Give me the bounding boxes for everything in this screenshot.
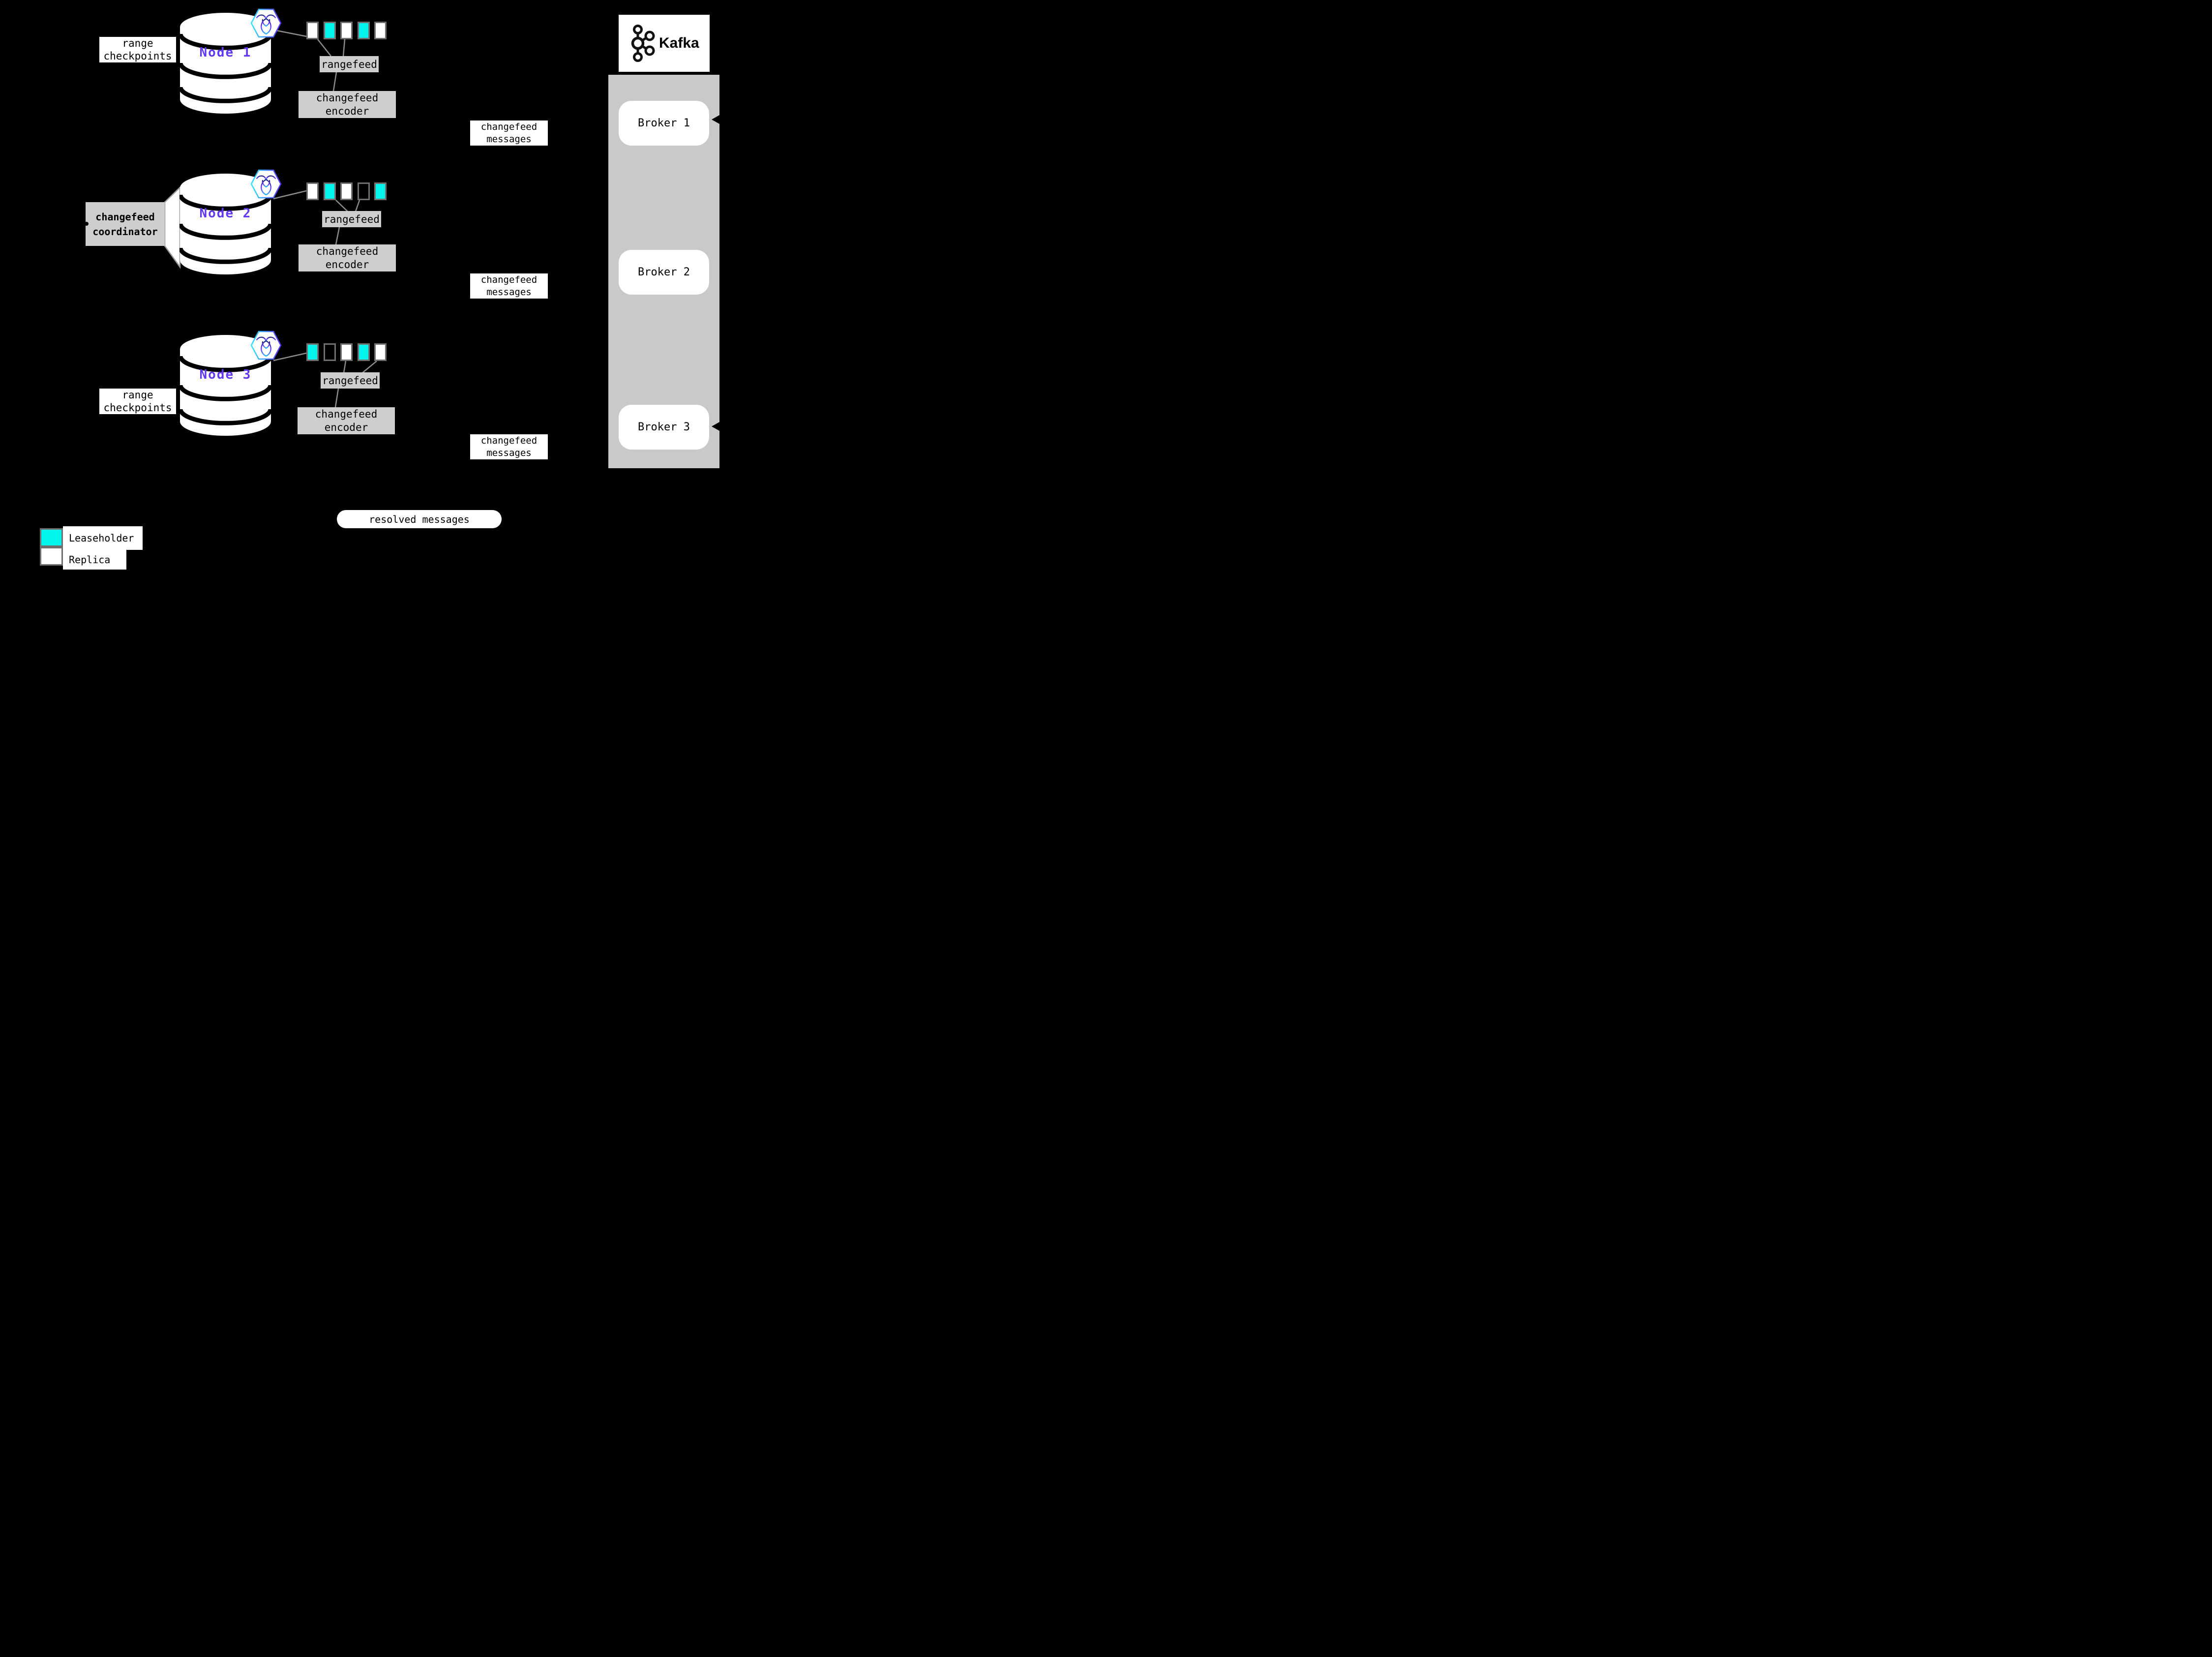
range-square <box>374 343 387 361</box>
changefeed-encoder-box-node1: changefeed encoder <box>299 91 396 118</box>
legend-replica-text: Replica <box>69 554 111 566</box>
arrow-into-broker1-icon <box>712 115 719 124</box>
encoder-label-line2: encoder <box>324 421 368 433</box>
messages-label-line1: changefeed <box>480 121 538 132</box>
rangefeed-box-node3: rangefeed <box>321 372 380 389</box>
resolved-messages-label: resolved messages <box>369 513 470 525</box>
connector-lines-layer <box>164 29 377 408</box>
messages-label-line2: messages <box>486 447 532 458</box>
resolved-messages-pill: resolved messages <box>337 510 502 528</box>
checkpoints-line2: checkpoints <box>103 50 172 62</box>
changefeed-architecture-diagram: Node 1 Node 2 Node 3 <box>0 0 771 577</box>
coordinator-line1: changefeed <box>95 211 155 223</box>
range-square <box>324 182 336 200</box>
node2-label: Node 2 <box>199 206 252 221</box>
rangefeed-label: rangefeed <box>321 58 377 70</box>
changefeed-encoder-box-node2: changefeed encoder <box>299 244 396 271</box>
changefeed-messages-box-1: changefeed messages <box>470 121 548 146</box>
range-square <box>306 22 319 39</box>
range-square <box>358 22 370 39</box>
broker-3-box: Broker 3 <box>619 405 709 450</box>
changefeed-coordinator-box: changefeed coordinator <box>86 202 165 246</box>
encoder-label-line2: encoder <box>325 105 369 117</box>
range-square <box>324 22 336 39</box>
encoder-label-line2: encoder <box>325 258 369 271</box>
cockroachdb-logo-icon <box>251 331 281 360</box>
arrow-into-broker3-icon <box>712 422 719 431</box>
checkpoints-line2: checkpoints <box>103 402 172 414</box>
messages-label-line2: messages <box>486 133 532 145</box>
coordinator-funnel-shape <box>164 186 181 269</box>
encoder-label-line1: changefeed <box>316 245 379 257</box>
coordinator-arrow-dot <box>85 222 89 226</box>
kafka-icon <box>631 25 655 62</box>
range-checkpoints-label-node1: range checkpoints <box>99 37 176 62</box>
kafka-title: Kafka <box>659 35 699 51</box>
encoder-label-line1: changefeed <box>316 91 379 104</box>
changefeed-encoder-box-node3: changefeed encoder <box>298 407 395 434</box>
legend-replica-label: Replica <box>63 550 126 570</box>
node1-label: Node 1 <box>199 45 252 60</box>
changefeed-messages-box-3: changefeed messages <box>470 434 548 459</box>
kafka-logo-panel: Kafka <box>619 15 710 72</box>
cockroachdb-logo-icon <box>251 8 281 38</box>
checkpoints-line1: range <box>122 389 153 401</box>
broker-2-box: Broker 2 <box>619 250 709 295</box>
messages-label-line2: messages <box>486 286 532 298</box>
legend-leaseholder-swatch <box>40 528 63 547</box>
broker-2-label: Broker 2 <box>638 266 690 278</box>
node3-label: Node 3 <box>199 367 252 382</box>
rangefeed-label: rangefeed <box>322 374 378 387</box>
rangefeed-box-node2: rangefeed <box>322 211 381 227</box>
rangefeed-label: rangefeed <box>324 213 380 225</box>
broker-3-label: Broker 3 <box>638 421 690 433</box>
range-square <box>358 343 370 361</box>
range-square <box>358 182 370 200</box>
broker-1-box: Broker 1 <box>619 101 709 146</box>
range-square <box>306 343 319 361</box>
range-square <box>340 182 353 200</box>
rangefeed-box-node1: rangefeed <box>320 56 379 72</box>
node2-database-cylinder <box>179 174 271 274</box>
messages-label-line1: changefeed <box>480 435 538 446</box>
range-square <box>374 182 387 200</box>
range-checkpoints-label-node3: range checkpoints <box>99 389 176 414</box>
messages-label-line1: changefeed <box>480 274 538 285</box>
legend-leaseholder-label: Leaseholder <box>63 526 143 550</box>
broker-1-label: Broker 1 <box>638 117 690 129</box>
encoder-label-line1: changefeed <box>315 408 378 420</box>
legend-replica-swatch <box>40 547 63 566</box>
coordinator-line2: coordinator <box>92 225 158 238</box>
node3-database-cylinder <box>179 335 271 436</box>
range-square <box>306 182 319 200</box>
range-square <box>324 343 336 361</box>
legend-leaseholder-text: Leaseholder <box>69 532 134 544</box>
changefeed-messages-box-2: changefeed messages <box>470 273 548 299</box>
cockroachdb-logo-icon <box>251 169 281 199</box>
range-square <box>340 22 353 39</box>
node1-database-cylinder <box>179 12 271 114</box>
range-square <box>340 343 353 361</box>
checkpoints-line1: range <box>122 37 153 49</box>
range-square <box>374 22 387 39</box>
